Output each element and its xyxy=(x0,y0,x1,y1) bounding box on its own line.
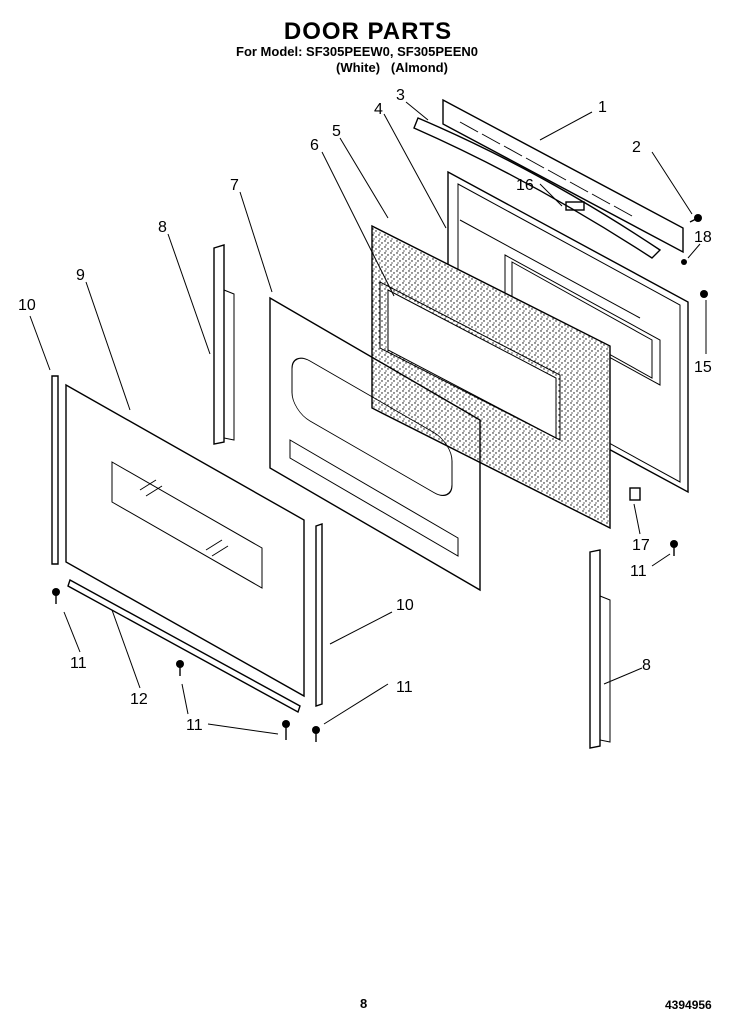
door-insulation xyxy=(371,224,611,530)
vent-trim xyxy=(442,98,684,254)
screw-icon xyxy=(689,214,702,223)
callout-12: 12 xyxy=(130,691,148,708)
side-trim-left xyxy=(51,375,59,565)
page-title: DOOR PARTS xyxy=(283,18,453,45)
callout-11-left: 11 xyxy=(70,655,87,672)
callout-18: 18 xyxy=(694,229,712,246)
screw-icon xyxy=(282,720,290,740)
air-deflector xyxy=(413,117,662,259)
screw-icon xyxy=(670,540,678,556)
hinge-channel-right xyxy=(589,549,611,749)
screw-icon xyxy=(681,259,687,265)
callout-5: 5 xyxy=(332,123,341,140)
color-variants: (White) (Almond) xyxy=(336,60,448,75)
screw-icon xyxy=(52,588,60,604)
page-number: 8 xyxy=(360,996,368,1011)
side-trim-right xyxy=(315,523,323,707)
callout-10-right: 10 xyxy=(396,597,414,614)
screw-icon xyxy=(700,290,708,298)
leader-lines xyxy=(29,101,707,735)
callout-7: 7 xyxy=(230,177,239,194)
callout-16: 16 xyxy=(516,177,534,194)
screw-icon xyxy=(176,660,184,676)
model-subtitle: For Model: SF305PEEW0, SF305PEEN0 xyxy=(236,44,479,59)
callout-1: 1 xyxy=(598,99,607,116)
callout-8-right: 8 xyxy=(642,657,651,674)
clip-part-16 xyxy=(565,201,585,211)
bottom-trim xyxy=(67,578,301,714)
callout-4: 4 xyxy=(374,101,383,118)
document-number: 4394956 xyxy=(665,998,712,1012)
callout-3: 3 xyxy=(396,87,405,104)
callout-11-right: 11 xyxy=(630,563,647,580)
door-liner xyxy=(269,296,481,592)
callout-15: 15 xyxy=(694,359,712,376)
callout-9: 9 xyxy=(76,267,85,284)
window-pack xyxy=(379,281,561,441)
hinge-channel-left xyxy=(213,244,235,445)
callout-6: 6 xyxy=(310,137,319,154)
callout-2: 2 xyxy=(632,139,641,156)
callout-11-center: 11 xyxy=(396,679,413,696)
outer-door-glass xyxy=(65,383,305,698)
callout-10-left: 10 xyxy=(18,297,36,314)
callout-8-left: 8 xyxy=(158,219,167,236)
clip-part-17 xyxy=(629,487,641,501)
callout-17: 17 xyxy=(632,537,650,554)
callout-11-bottom: 11 xyxy=(186,717,203,734)
screw-icon xyxy=(312,726,320,742)
